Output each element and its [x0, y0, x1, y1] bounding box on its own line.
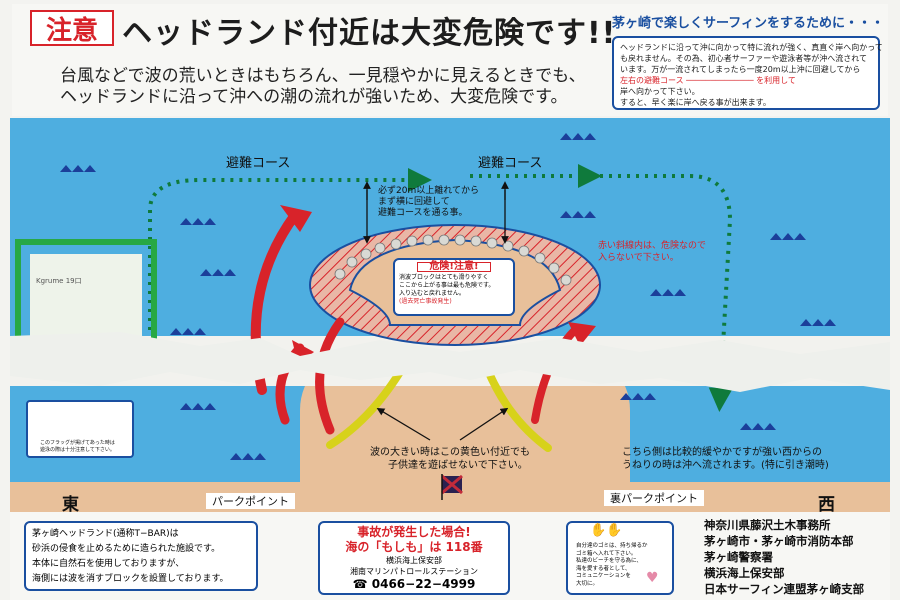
escape-course-right-2 — [600, 174, 733, 412]
emergency-box: 事故が発生した場合! 海の「もしも」は 118番 横浜海上保安部 湘南マリンパト… — [318, 521, 510, 595]
subtext-line-1: 台風などで波の荒いときはもちろん、一見穏やかに見えるときでも、 — [60, 66, 586, 86]
wave-blocks — [334, 234, 572, 286]
organizations-list: 神奈川県藤沢土木事務所 茅ヶ崎市・茅ヶ崎市消防本部 茅ヶ崎警察署 横浜海上保安部… — [704, 518, 865, 596]
peeled-sticker-text: Kgrume 19口 — [36, 277, 82, 285]
caution-zone-right — [486, 371, 552, 452]
flag-note: このフラッグが掲げてあった時は 遊泳の際は十分注意して下さい。 — [40, 440, 115, 453]
guide-line: 岸へ向かって下さい。 — [620, 87, 700, 96]
emergency-number: 海の「もしも」は 118番 — [345, 540, 483, 554]
danger-title: 危険!注意! — [417, 262, 491, 272]
west-label: 西 — [818, 495, 835, 515]
escape-course-label-left: 避難コース — [226, 156, 291, 171]
flag-icon — [441, 474, 463, 500]
caution-zone-left — [326, 368, 404, 449]
park-point-label: パークポイント — [206, 493, 295, 509]
caution-badge: 注意 — [30, 10, 114, 46]
hands-icon: ✋✋ — [590, 523, 623, 538]
guide-line: すると、早く楽に岸へ戻る事が出来ます。 — [620, 98, 771, 107]
escape-course-label-right: 避難コース — [478, 156, 543, 171]
guide-line: 左右の避難コース ────────────── を利用して — [620, 76, 796, 85]
guide-line: ヘッドランドに沿って沖に向かって特に流れが強く、真直ぐ岸へ向かって — [620, 43, 883, 52]
headland-info-box: 茅ヶ崎ヘッドランド(通称T−BAR)は 砂浜の侵食を止めるために造られた施設です… — [24, 521, 258, 591]
east-label: 東 — [62, 495, 79, 515]
red-zone-note: 赤い斜線内は、危険なので 入らないで下さい。 — [598, 241, 707, 263]
kids-note: 波の大きい時はこの黄色い付近でも 子供達を遊ばせないで下さい。 — [370, 447, 530, 471]
emergency-title: 事故が発生した場合! — [357, 525, 471, 539]
trash-box: ✋✋ ♥ 自分達のゴミは、持ち帰るか ゴミ箱へ入れて下さい。 私達のビーチを守る… — [566, 521, 674, 595]
distance-note: 必ず20m以上離れてから まず横に回避して 避難コースを通る事。 — [378, 186, 479, 218]
sign-subtext: 台風などで波の荒いときはもちろん、一見穏やかに見えるときでも、 ヘッドランドに沿… — [60, 66, 586, 108]
surfing-guide-title: 茅ヶ崎で楽しくサーフィンをするために・・・ — [612, 16, 884, 31]
sign-header: 注意 ヘッドランド付近は大変危険です!! 台風などで波の荒いときはもちろん、一見… — [12, 4, 888, 116]
guide-line: も戻れません。その為、初心者サーファーや遊泳者等が沖へ流されて — [620, 54, 868, 63]
guide-line: います。万が一流されてしまったら一度20m以上沖に回避してから — [620, 65, 861, 74]
surfing-guide-box: ヘッドランドに沿って沖に向かって特に流れが強く、真直ぐ岸へ向かって も戻れません… — [612, 36, 883, 110]
danger-box: 危険!注意! 消波ブロックはとても滑りやすく ここから上がる事は最も危険です。 … — [393, 258, 515, 316]
heart-icon: ♥ — [646, 570, 659, 586]
subtext-line-2: ヘッドランドに沿って沖への潮の流れが強いため、大変危険です。 — [60, 87, 568, 107]
ura-park-point-label: 裏パークポイント — [604, 490, 704, 506]
flag-note-box: このフラッグが掲げてあった時は 遊泳の際は十分注意して下さい。 — [26, 400, 134, 458]
west-side-note: こちら側は比較的緩やかですが強い西からの うねりの時は沖へ流されます。(特に引き… — [622, 447, 829, 471]
sign-headline: ヘッドランド付近は大変危険です!! — [122, 16, 617, 51]
emergency-phone: ☎ 0466−22−4999 — [352, 577, 476, 591]
